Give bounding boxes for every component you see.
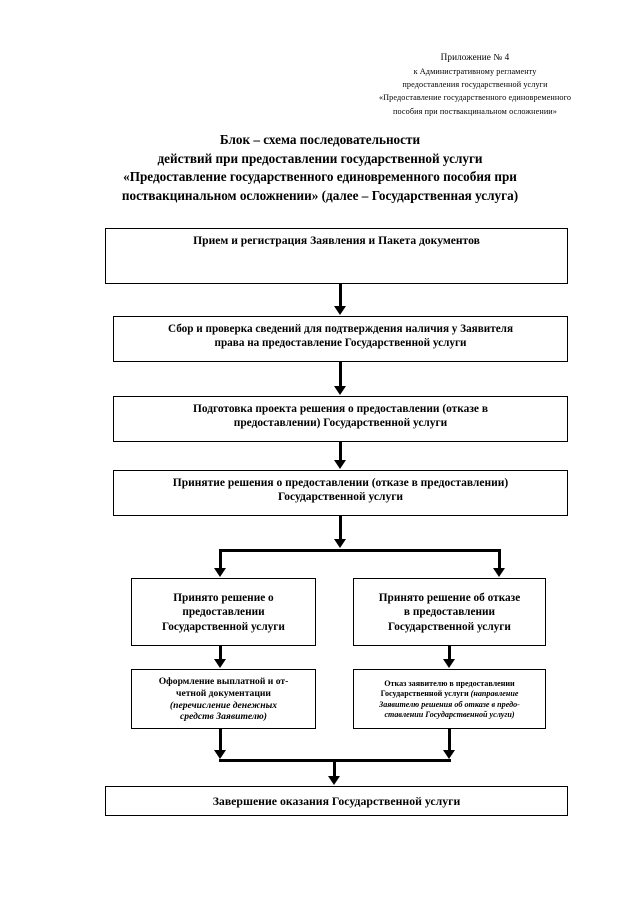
- flow-node-intake-label: Прием и регистрация Заявления и Пакета д…: [193, 234, 480, 247]
- page-title-line-4: поствакцинальном осложнении» (далее – Го…: [121, 188, 519, 204]
- connector-draft-to-decision-arrowhead: [334, 460, 346, 469]
- flow-node-collect-verify: Сбор и проверка сведений для подтвержден…: [113, 316, 568, 362]
- flow-node-refusal-italic-3: ставлении Государственной услуги): [384, 709, 515, 719]
- flow-node-approved-line-3: Государственной услуги: [162, 620, 285, 633]
- page-title: Блок – схема последовательности действий…: [70, 131, 570, 206]
- merge-stem-arrowhead: [328, 776, 340, 785]
- branch-right-line: [498, 549, 501, 571]
- flow-node-refused-line-2: в предоставлении: [403, 606, 496, 619]
- flow-node-payment-line-1: Оформление выплатной и от-: [158, 675, 289, 687]
- flow-node-final-decision: Принятие решения о предоставлении (отказ…: [113, 470, 568, 516]
- merge-right-arrowhead: [443, 750, 455, 759]
- branch-stem-line: [339, 516, 342, 542]
- branch-right-arrowhead: [493, 568, 505, 577]
- flow-node-approved: Принято решение о предоставлении Государ…: [131, 578, 316, 646]
- flow-node-payment-paperwork: Оформление выплатной и от- четной докуме…: [131, 669, 316, 729]
- page-title-line-2: действий при предоставлении государствен…: [157, 150, 483, 166]
- connector-collect-to-draft-arrowhead: [334, 386, 346, 395]
- merge-right-line: [448, 729, 451, 753]
- connector-refused-to-refusal-doc-arrowhead: [443, 659, 455, 668]
- flow-node-refused: Принято решение об отказе в предоставлен…: [353, 578, 546, 646]
- flow-node-collect-line-2: права на предоставление Государственной …: [214, 337, 467, 349]
- branch-stem-arrowhead: [334, 539, 346, 548]
- appendix-ref-line-4: «Предоставление государственного единовр…: [378, 93, 572, 103]
- flow-node-finish: Завершение оказания Государственной услу…: [105, 786, 568, 816]
- flow-node-draft-line-1: Подготовка проекта решения о предоставле…: [193, 403, 488, 415]
- flow-node-draft-decision: Подготовка проекта решения о предоставле…: [113, 396, 568, 442]
- flow-node-refusal-bold-1: Отказ заявителю в предоставлении: [384, 679, 515, 689]
- flow-node-refused-line-3: Государственной услуги: [388, 620, 511, 633]
- flow-node-decision-line-2: Государственной услуги: [277, 491, 404, 504]
- flow-node-payment-italic-1: (перечисление денежных: [169, 699, 278, 711]
- connector-intake-to-collect-arrowhead: [334, 306, 346, 315]
- flow-node-payment-line-2: четной документации: [176, 687, 271, 699]
- connector-approved-to-payment-line: [219, 646, 222, 662]
- flow-node-collect-line-1: Сбор и проверка сведений для подтвержден…: [167, 323, 514, 335]
- flow-node-refused-line-1: Принято решение об отказе: [378, 592, 521, 605]
- page-title-line-3: «Предоставление государственного единовр…: [123, 169, 517, 185]
- appendix-ref-line-2: к Административному регламенту: [413, 66, 537, 76]
- flow-node-finish-label: Завершение оказания Государственной услу…: [212, 794, 461, 809]
- flow-node-refusal-italic-1: (направление: [470, 689, 519, 699]
- flow-node-refusal-italic-2: Заявителю решения об отказе в предо-: [379, 699, 520, 709]
- merge-stem-line: [333, 759, 336, 779]
- page-title-line-1: Блок – схема последовательности: [219, 132, 421, 147]
- flow-node-draft-line-2: предоставлении) Государственной услуги: [233, 417, 448, 430]
- flow-node-payment-italic-2: средств Заявителю): [180, 711, 267, 723]
- connector-refused-to-refusal-doc-line: [448, 646, 451, 662]
- flow-node-intake: Прием и регистрация Заявления и Пакета д…: [105, 228, 568, 284]
- connector-collect-to-draft-line: [339, 362, 342, 386]
- connector-approved-to-payment-arrowhead: [214, 659, 226, 668]
- branch-left-line: [219, 549, 222, 571]
- merge-left-line: [219, 729, 222, 753]
- flow-node-approved-line-1: Принято решение о: [173, 592, 274, 605]
- appendix-ref-line-1: Приложение № 4: [440, 52, 510, 62]
- connector-intake-to-collect-line: [339, 284, 342, 308]
- connector-draft-to-decision-line: [339, 442, 342, 461]
- appendix-ref-line-3: предоставления государственной услуги: [402, 80, 548, 90]
- flow-node-approved-line-2: предоставлении: [182, 606, 265, 619]
- branch-horizontal-bar: [219, 549, 501, 552]
- flow-node-refusal-notice: Отказ заявителю в предоставлении Государ…: [353, 669, 546, 729]
- flow-node-refusal-bold-2: Государственной услуги: [380, 689, 471, 699]
- merge-left-arrowhead: [214, 750, 226, 759]
- appendix-reference-block: Приложение № 4 к Административному регла…: [330, 50, 620, 118]
- appendix-ref-line-5: пособия при поствакцинальном осложнении»: [393, 106, 557, 116]
- branch-left-arrowhead: [214, 568, 226, 577]
- flow-node-decision-line-1: Принятие решения о предоставлении (отказ…: [172, 477, 509, 489]
